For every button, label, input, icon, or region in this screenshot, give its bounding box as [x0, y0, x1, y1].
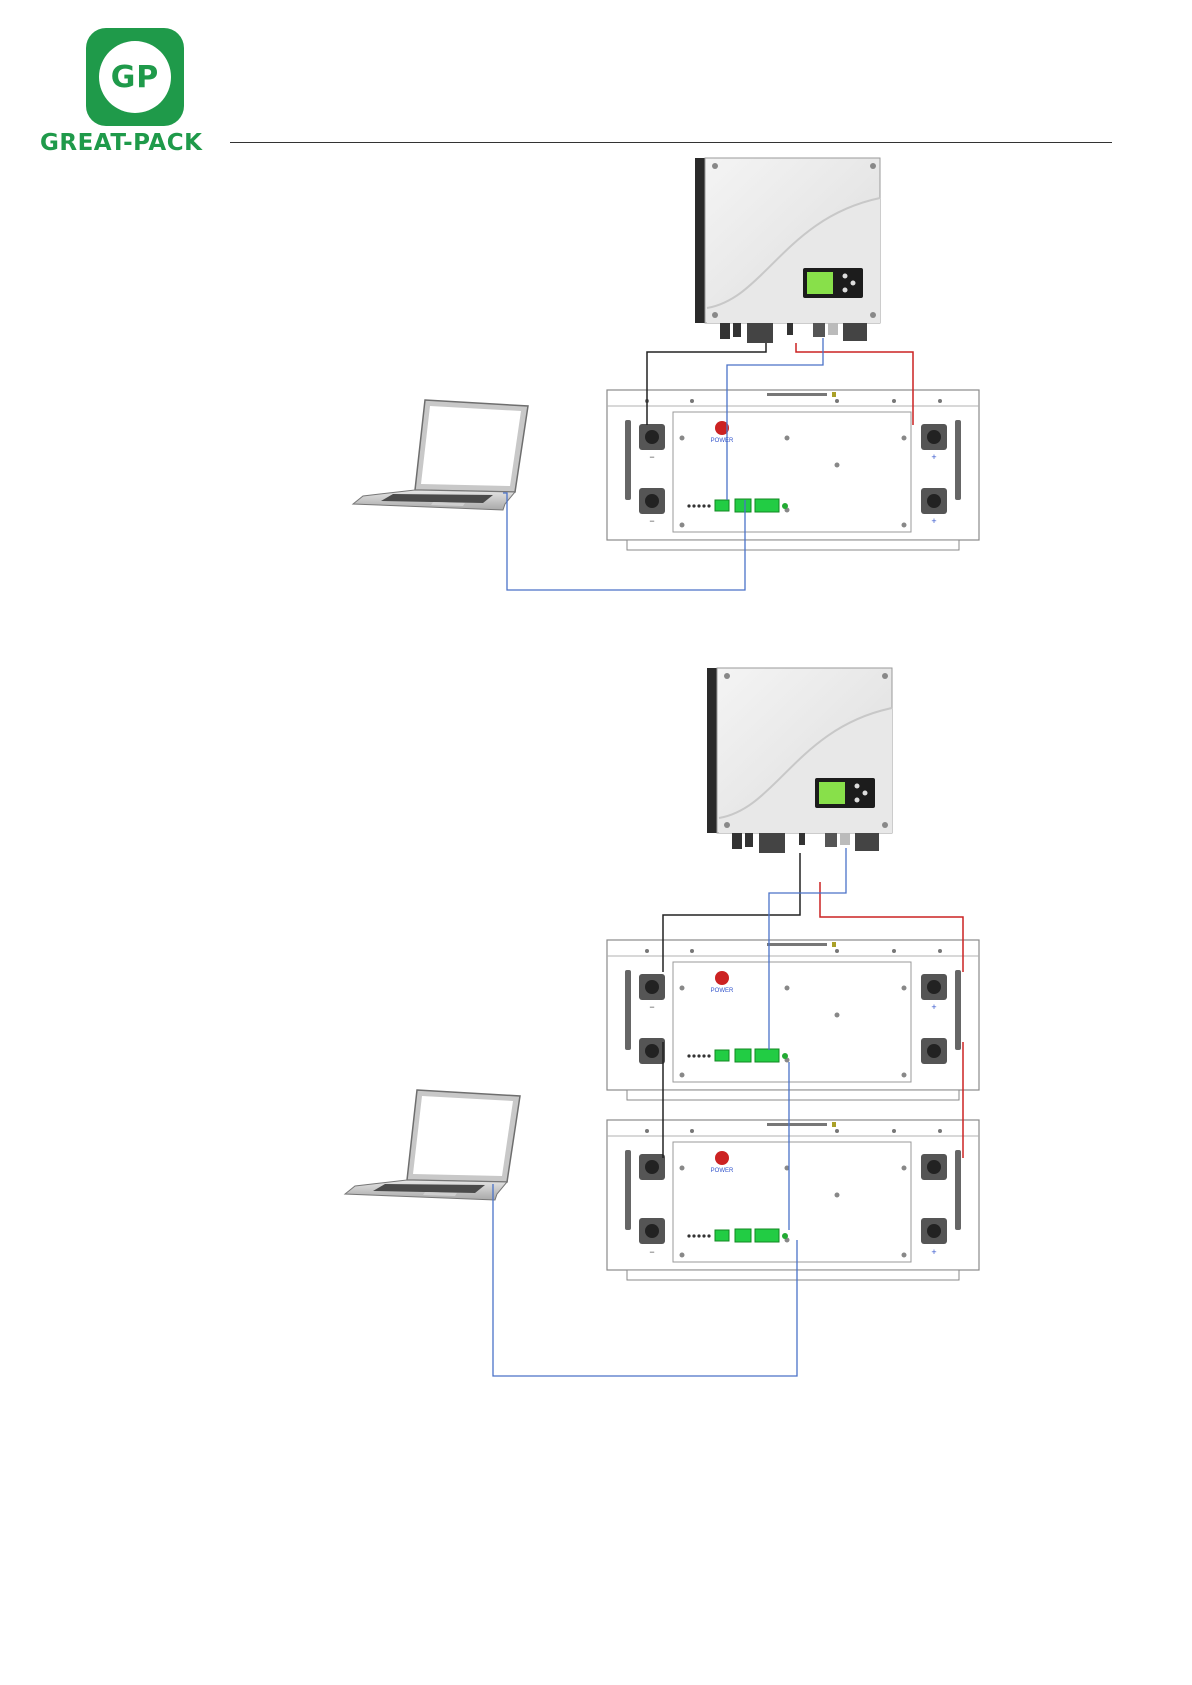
plus-label-1a: + [931, 452, 936, 462]
inverter-1 [695, 158, 880, 343]
plus-label-2b: + [931, 1247, 936, 1257]
plus-label-2a: + [931, 1002, 936, 1012]
minus-label-1a: − [649, 452, 654, 462]
battery-module-1 [607, 390, 979, 550]
power-label-2a: POWER [711, 988, 734, 994]
plus-label-1b: + [931, 516, 936, 526]
minus-label-2b: − [649, 1247, 654, 1257]
minus-label-2a: − [649, 1002, 654, 1012]
power-label-2b: POWER [711, 1168, 734, 1174]
laptop-1 [353, 400, 528, 510]
inverter-2 [707, 668, 892, 853]
power-label-1: POWER [711, 438, 734, 444]
minus-label-1b: − [649, 516, 654, 526]
laptop-2 [345, 1090, 520, 1200]
